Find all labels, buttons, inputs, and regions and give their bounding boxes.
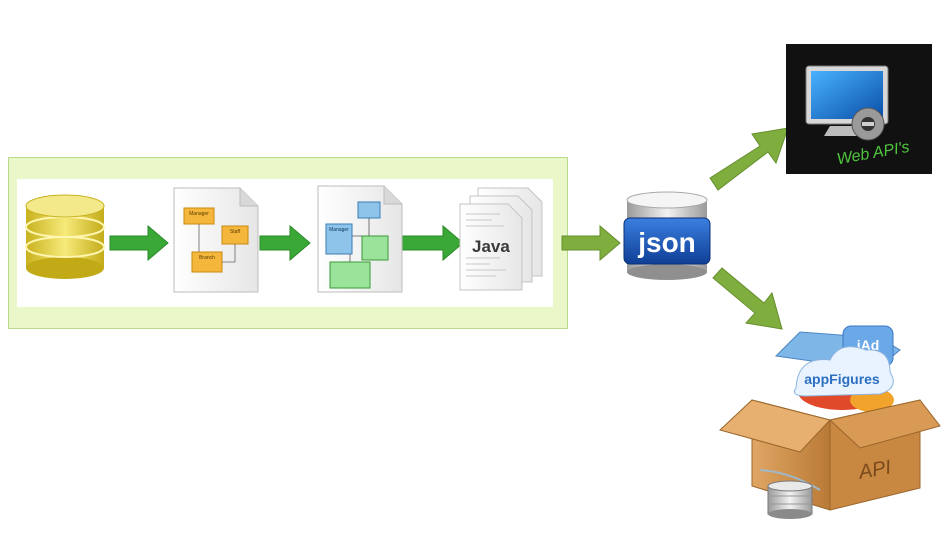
arrow-pipeline-to-json xyxy=(561,224,621,262)
er-label-staff: Staff xyxy=(230,229,241,235)
class-diagram-document-icon: Manager xyxy=(317,185,403,293)
tin-can-icon xyxy=(759,469,821,519)
json-label: json xyxy=(637,227,696,258)
database-icon xyxy=(25,194,105,279)
er-label-branch: Branch xyxy=(199,255,215,261)
arrow-db-to-er xyxy=(109,224,169,262)
class-label-manager: Manager xyxy=(329,227,349,233)
app-store-box-icon: iAd appFigures API xyxy=(719,325,941,511)
web-api-monitor-icon: Web API's xyxy=(786,44,932,174)
er-label-manager: Manager xyxy=(189,211,209,217)
arrow-er-to-class xyxy=(259,224,311,262)
er-diagram-document-icon: Manager Staff Branch xyxy=(173,187,259,293)
json-database-icon: json xyxy=(623,191,711,280)
arrow-json-to-web-api xyxy=(709,127,789,191)
java-label: Java xyxy=(472,237,510,256)
arrow-json-to-api-box xyxy=(712,267,783,330)
java-source-documents-icon: Java xyxy=(459,187,543,291)
arrow-class-to-java xyxy=(401,224,464,262)
appfigures-label: appFigures xyxy=(804,371,880,387)
